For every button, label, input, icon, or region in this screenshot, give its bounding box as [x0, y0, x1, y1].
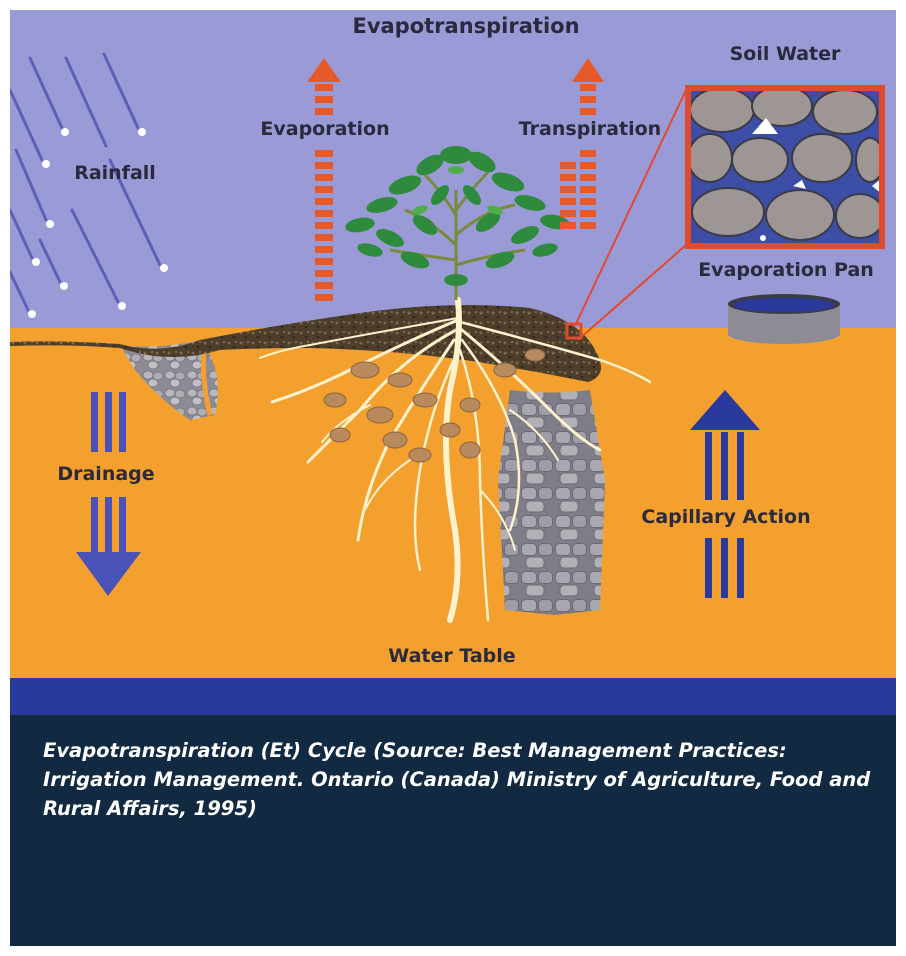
label-water-table: Water Table [388, 645, 515, 667]
evapotranspiration-diagram: Evapotranspiration Evaporation Transpira… [10, 10, 896, 715]
label-drainage: Drainage [57, 463, 154, 485]
label-soil-water: Soil Water [730, 43, 841, 65]
figure-caption: Evapotranspiration (Et) Cycle (Source: B… [43, 736, 893, 823]
label-evaporation-pan: Evaporation Pan [698, 259, 874, 281]
stone-column [498, 390, 605, 615]
label-evaporation: Evaporation [260, 118, 389, 140]
label-transpiration: Transpiration [519, 118, 661, 140]
soil-water-magnified-box [688, 86, 884, 246]
water-table-band [10, 678, 896, 715]
label-rainfall: Rainfall [74, 162, 156, 184]
figure-container: Evapotranspiration Evaporation Transpira… [10, 10, 896, 946]
label-evapotranspiration: Evapotranspiration [352, 14, 579, 38]
label-capillary-action: Capillary Action [641, 506, 810, 528]
evaporation-pan [728, 294, 840, 344]
